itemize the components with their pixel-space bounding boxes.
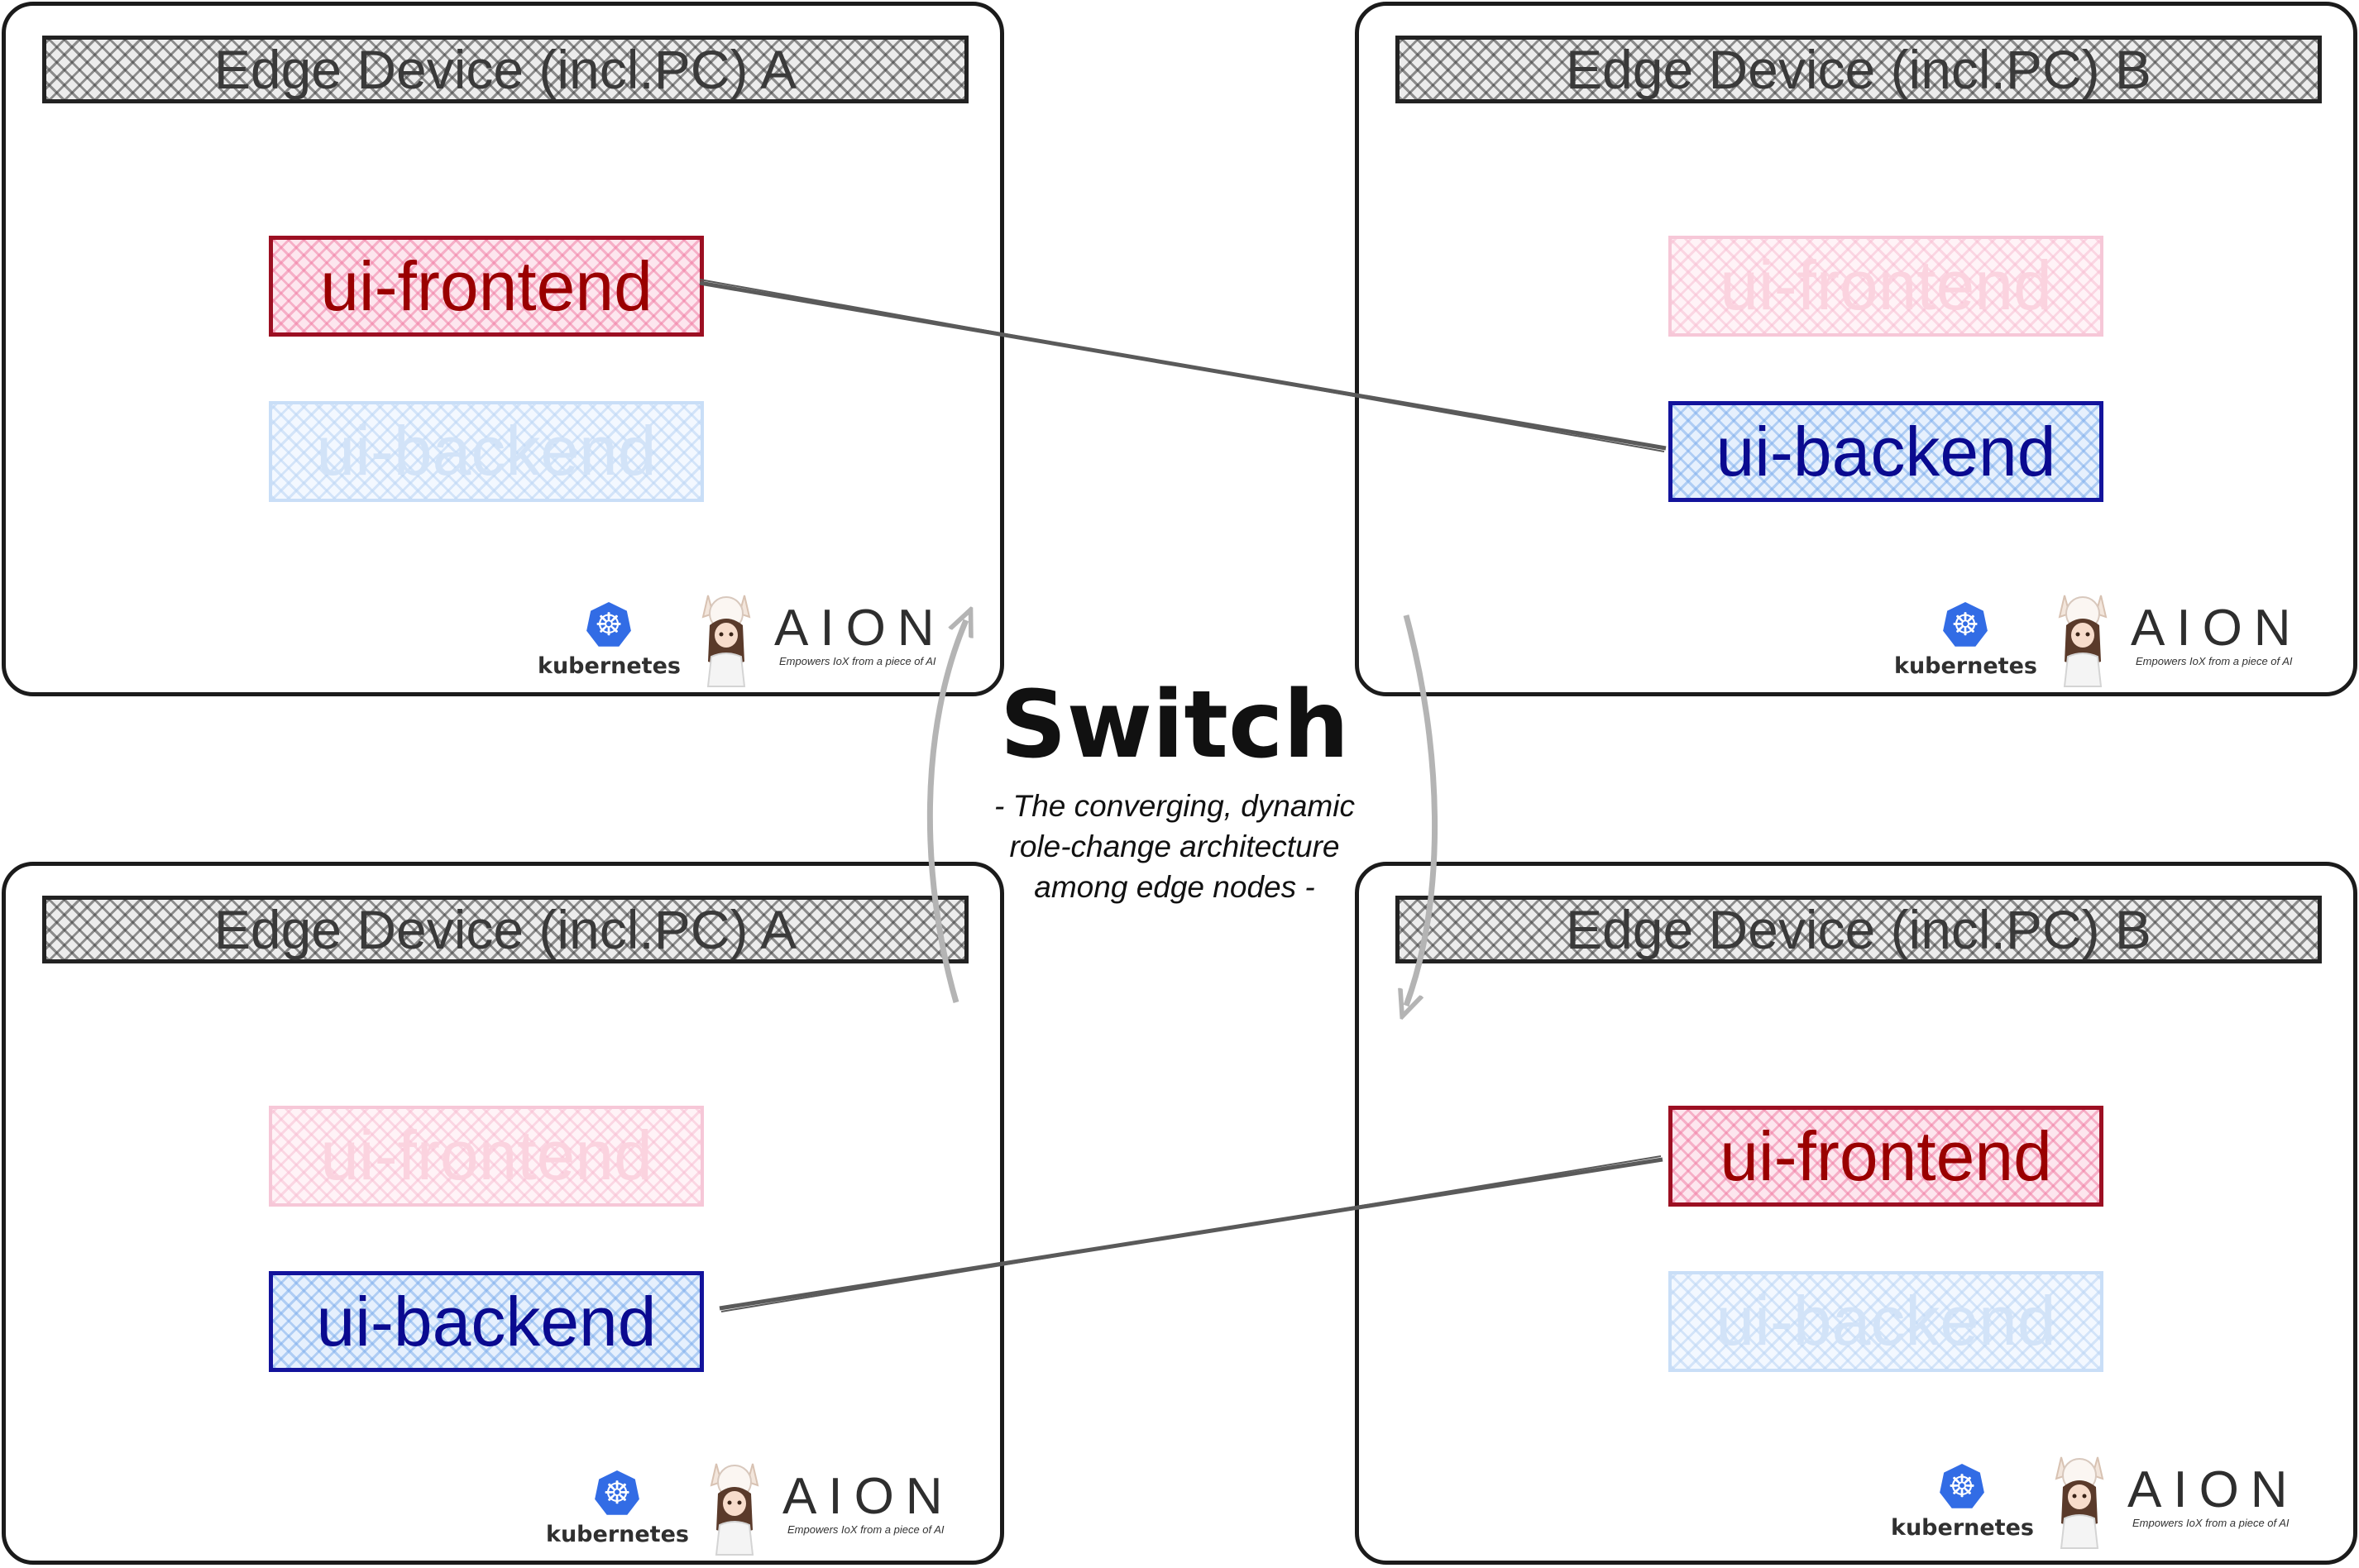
ui-frontend-box: ui-frontend bbox=[269, 236, 704, 337]
logo-group: ☸ kubernetes AION Empowers IoX from a pi… bbox=[1894, 587, 2324, 695]
edge-device-b-top: Edge Device (incl.PC) B ui-frontend ui-b… bbox=[1355, 2, 2357, 696]
kubernetes-wordmark: kubernetes bbox=[1891, 1515, 2034, 1541]
aion-wordmark: AION bbox=[2127, 1461, 2299, 1518]
girl-mascot-icon bbox=[2055, 1456, 2104, 1549]
switch-subtitle-line: - The converging, dynamic bbox=[994, 789, 1355, 823]
kubernetes-wordmark: kubernetes bbox=[546, 1522, 689, 1547]
aion-tagline: Empowers IoX from a piece of AI bbox=[2132, 1517, 2290, 1529]
kubernetes-logo: ☸ kubernetes bbox=[546, 1470, 689, 1553]
kubernetes-wheel-icon: ☸ bbox=[586, 602, 631, 647]
aion-wordmark: AION bbox=[2131, 600, 2303, 657]
ui-frontend-ghost-box: ui-frontend bbox=[269, 1106, 704, 1207]
girl-mascot-icon bbox=[2058, 595, 2108, 687]
device-title: Edge Device (incl.PC) B bbox=[1395, 896, 2322, 963]
switch-subtitle-line: among edge nodes - bbox=[1034, 870, 1315, 904]
device-title: Edge Device (incl.PC) A bbox=[42, 36, 969, 103]
kubernetes-wordmark: kubernetes bbox=[1894, 653, 2037, 679]
ui-backend-ghost-box: ui-backend bbox=[269, 401, 704, 502]
ui-frontend-box: ui-frontend bbox=[1668, 1106, 2103, 1207]
device-title: Edge Device (incl.PC) B bbox=[1395, 36, 2322, 103]
ui-backend-ghost-box: ui-backend bbox=[1668, 1271, 2103, 1372]
kubernetes-wordmark: kubernetes bbox=[538, 653, 681, 679]
switch-subtitle: - The converging, dynamic role-change ar… bbox=[951, 786, 1398, 907]
girl-mascot-icon bbox=[701, 595, 751, 687]
logo-group: ☸ kubernetes AION Empowers IoX from a pi… bbox=[538, 587, 968, 695]
ui-backend-box: ui-backend bbox=[269, 1271, 704, 1372]
switch-subtitle-line: role-change architecture bbox=[1009, 829, 1340, 863]
kubernetes-wheel-icon: ☸ bbox=[1940, 1464, 1984, 1508]
kubernetes-wheel-icon: ☸ bbox=[595, 1470, 639, 1515]
kubernetes-logo: ☸ kubernetes bbox=[1894, 602, 2037, 685]
aion-tagline: Empowers IoX from a piece of AI bbox=[787, 1523, 945, 1536]
kubernetes-wheel-icon: ☸ bbox=[1943, 602, 1988, 647]
kubernetes-logo: ☸ kubernetes bbox=[1891, 1464, 2034, 1546]
ui-backend-box: ui-backend bbox=[1668, 401, 2103, 502]
aion-tagline: Empowers IoX from a piece of AI bbox=[2136, 655, 2293, 667]
switch-title: Switch bbox=[999, 672, 1350, 779]
logo-group: ☸ kubernetes AION Empowers IoX from a pi… bbox=[1891, 1449, 2321, 1556]
girl-mascot-icon bbox=[710, 1463, 759, 1556]
logo-group: ☸ kubernetes AION Empowers IoX from a pi… bbox=[546, 1456, 976, 1563]
aion-tagline: Empowers IoX from a piece of AI bbox=[779, 655, 936, 667]
device-title: Edge Device (incl.PC) A bbox=[42, 896, 969, 963]
kubernetes-logo: ☸ kubernetes bbox=[538, 602, 681, 685]
aion-wordmark: AION bbox=[782, 1468, 955, 1525]
aion-wordmark: AION bbox=[774, 600, 946, 657]
ui-frontend-ghost-box: ui-frontend bbox=[1668, 236, 2103, 337]
